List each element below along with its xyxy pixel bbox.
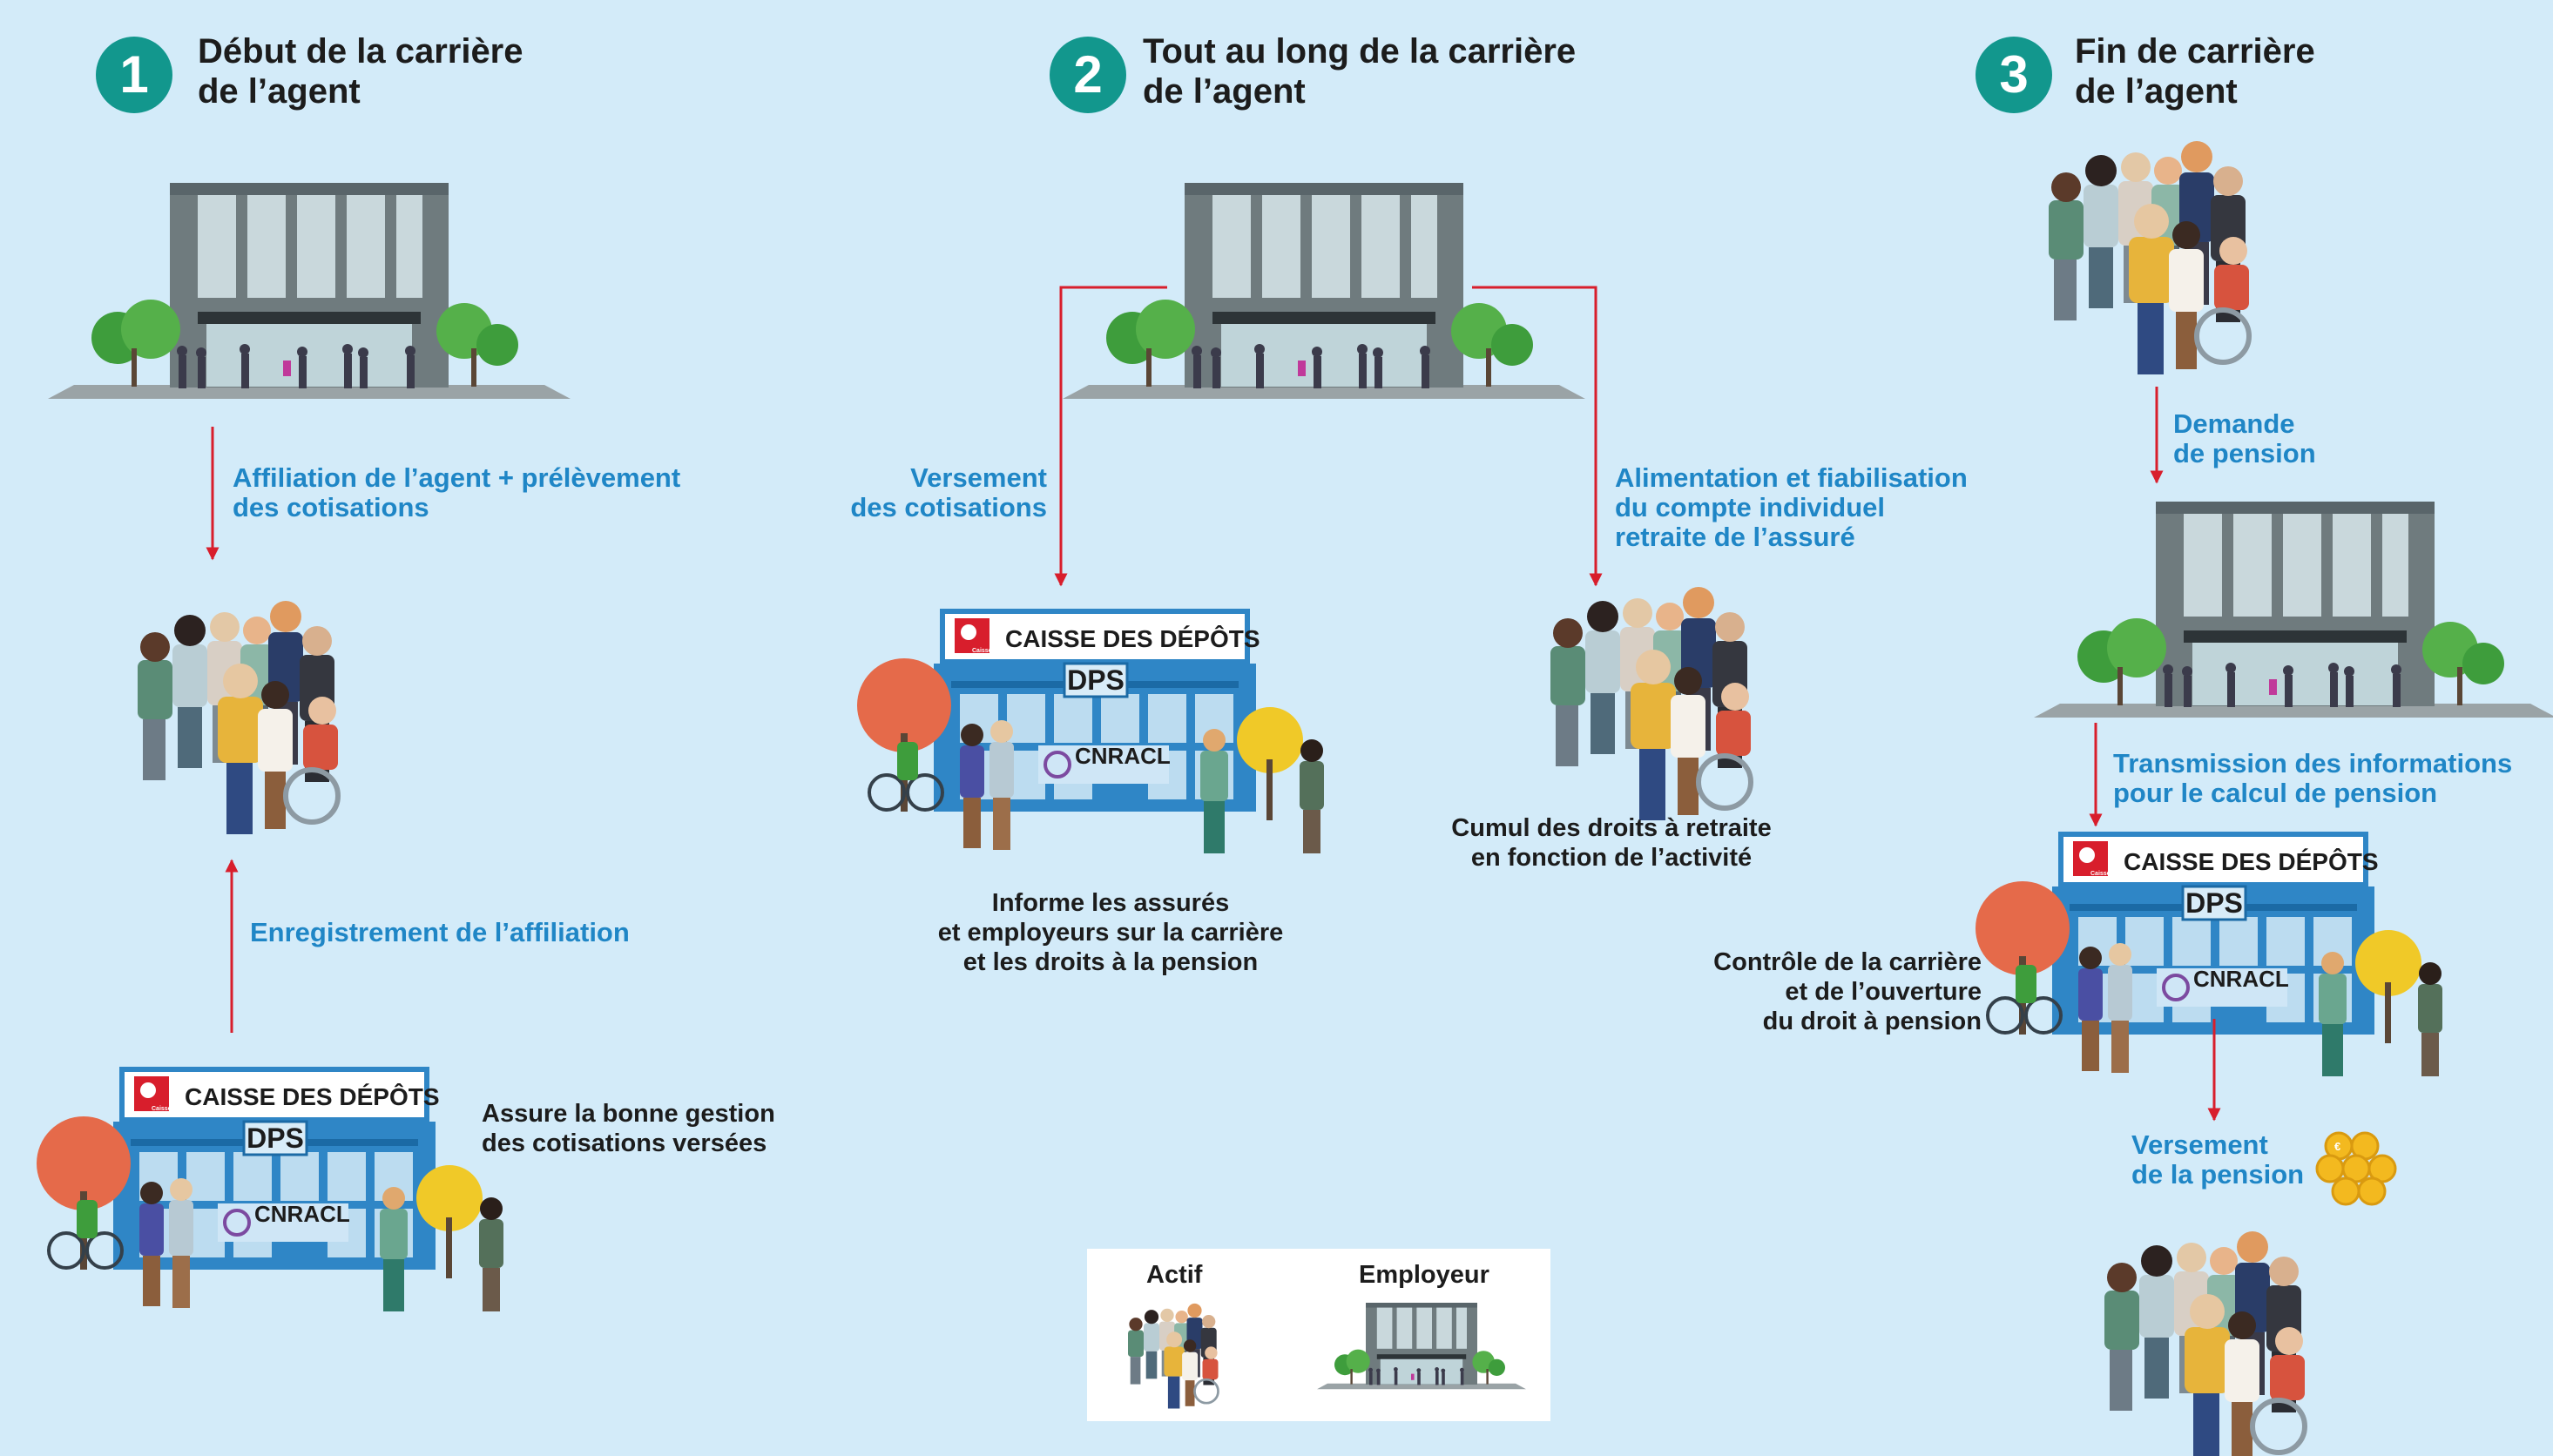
label-affiliation-line-2: des cotisations [233,492,429,522]
employer-building-3 [2034,502,2553,718]
label-versement-pension-line-1: Versement [2131,1129,2268,1160]
label-enregistrement: Enregistrement de l’affiliation [250,918,630,947]
step-1-title-line-1: Début de la carrière [198,32,523,71]
legend-icons [1126,1302,1526,1410]
label-enregistrement-line-1: Enregistrement de l’affiliation [250,917,630,947]
cdc-name-3: CAISSE DES DÉPÔTS [2124,847,2379,875]
actifs-group-1 [138,601,338,834]
label-affiliation-line-1: Affiliation de l’agent + prélèvement [233,462,681,493]
label-informe-line-2: et employeurs sur la carrière [937,919,1284,947]
cdc-name-1: CAISSE DES DÉPÔTS [185,1082,440,1110]
actifs-group-4 [2104,1231,2305,1456]
step-3-title: Fin de carrière de l’agent [2075,31,2315,111]
cdc-logo-text-2: Caisse des Dépôts [972,648,1026,654]
label-affiliation: Affiliation de l’agent + prélèvement des… [233,463,680,522]
step-2-title-line-2: de l’agent [1143,72,1306,111]
label-controle-line-3: du droit à pension [1762,1008,1982,1035]
cdc-fund-3: CNRACL [2193,966,2289,992]
step-1-title: Début de la carrière de l’agent [198,31,523,111]
step-3-title-line-2: de l’agent [2075,72,2238,111]
legend-actif-label: Actif [1146,1261,1203,1289]
label-assure: Assure la bonne gestion des cotisations … [482,1099,775,1158]
cdc-dept-1: DPS [247,1122,304,1154]
step-1-number: 1 [96,37,172,113]
cdc-name-2: CAISSE DES DÉPÔTS [1005,624,1260,652]
euro-coins-icon [2315,1131,2397,1206]
label-informe-line-3: et les droits à la pension [962,948,1259,976]
label-alimentation-line-3: retraite de l’assuré [1615,522,1855,552]
label-transmission: Transmission des informations pour le ca… [2113,749,2512,808]
label-demande-line-1: Demande [2173,408,2295,439]
label-informe-line-1: Informe les assurés [991,889,1230,917]
step-3-title-line-1: Fin de carrière [2075,32,2315,71]
legend-employeur-icon [1317,1303,1526,1390]
employer-building-2 [1063,183,1585,399]
cdc-logo-text-1: Caisse des Dépôts [152,1106,206,1112]
step-1-title-line-2: de l’agent [198,72,361,111]
cdc-fund-2: CNRACL [1075,743,1171,769]
label-controle-line-1: Contrôle de la carrière [1713,948,1982,976]
step-3-number: 3 [1976,37,2052,113]
legend: Actif Employeur [1087,1249,1550,1421]
cdc-fund-1: CNRACL [254,1201,350,1227]
label-controle-line-2: et de l’ouverture [1785,978,1982,1006]
label-cumul: Cumul des droits à retraite en fonction … [1428,813,1794,873]
arrow-versement-cotisations [1054,286,1167,587]
step-2-number: 2 [1050,37,1126,113]
label-versement-cotisations-line-1: Versement [910,462,1047,493]
step-2-title-line-1: Tout au long de la carrière [1143,32,1577,71]
label-alimentation: Alimentation et fiabilisation du compte … [1615,463,1968,552]
label-alimentation-line-2: du compte individuel [1615,492,1886,522]
label-versement-pension: Versement de la pension [2131,1130,2304,1190]
label-transmission-line-1: Transmission des informations [2113,748,2513,779]
label-versement-cotisations-line-2: des cotisations [850,492,1047,522]
label-demande: Demande de pension [2173,409,2316,468]
label-transmission-line-2: pour le calcul de pension [2113,778,2438,808]
employer-building-1 [48,183,571,399]
label-versement-cotisations: Versement des cotisations [784,463,1047,522]
legend-employeur-label: Employeur [1359,1261,1489,1289]
label-assure-line-1: Assure la bonne gestion [482,1100,775,1128]
label-alimentation-line-1: Alimentation et fiabilisation [1615,462,1968,493]
label-cumul-line-1: Cumul des droits à retraite [1451,814,1772,842]
actifs-group-2 [1550,587,1751,820]
legend-actif-icon [1126,1302,1219,1410]
step-2-title: Tout au long de la carrière de l’agent [1143,31,1576,111]
label-cumul-line-2: en fonction de l’activité [1470,844,1753,872]
label-versement-pension-line-2: de la pension [2131,1159,2305,1190]
arrow-alimentation [1472,286,1603,587]
cdc-dept-3: DPS [2185,887,2243,919]
label-assure-line-2: des cotisations versées [482,1129,767,1157]
cdc-logo-text-3: Caisse des Dépôts [2090,871,2144,877]
actifs-group-3 [2049,141,2249,374]
label-demande-line-2: de pension [2173,438,2316,468]
euro-symbol: € [2334,1140,2340,1153]
label-controle: Contrôle de la carrière et de l’ouvertur… [1638,947,1982,1036]
cdc-dept-2: DPS [1067,664,1125,696]
label-informe: Informe les assurés et employeurs sur la… [897,888,1324,977]
